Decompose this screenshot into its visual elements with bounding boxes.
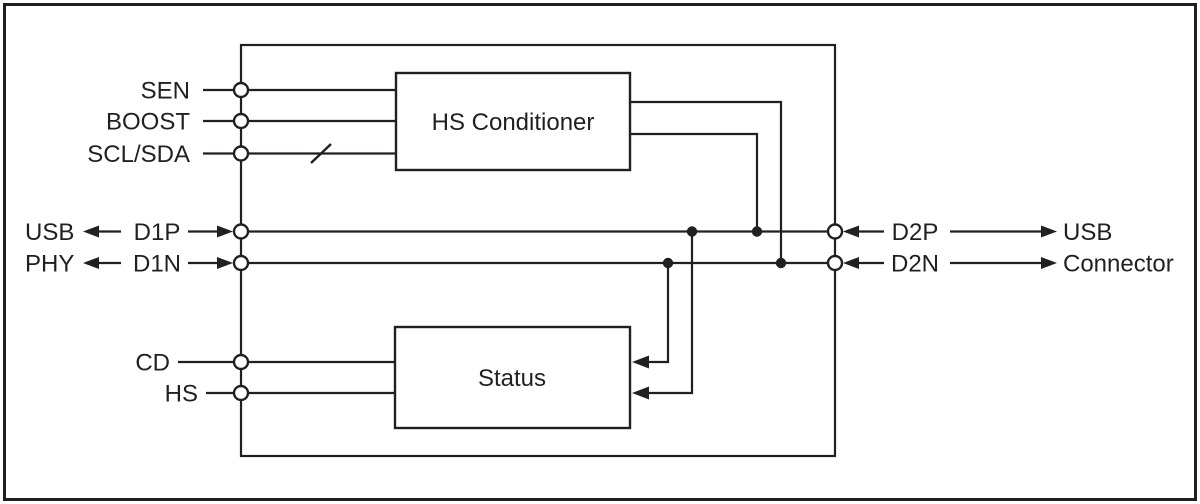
pin-d2p-circle: [826, 223, 844, 240]
label-d2p: D2P: [892, 219, 939, 246]
label-d2n: D2N: [891, 251, 939, 278]
pin-sclsda-circle: [232, 145, 250, 162]
junction-dots: [662, 226, 787, 269]
label-usb-phy-line1: USB: [25, 219, 74, 246]
arrowhead-d1p-into-pin: [217, 225, 233, 238]
pin-d1n-circle: [232, 254, 250, 272]
arrowhead-into-status-upper: [632, 355, 649, 369]
arrowhead-d2p-into-pin: [843, 225, 859, 238]
pin-d2n-circle: [826, 254, 844, 272]
status-box: [393, 325, 632, 430]
pin-d1p-circle: [232, 223, 250, 240]
pin-boost-circle: [232, 112, 250, 130]
junction-dot-d1n-status: [662, 257, 674, 269]
label-cd: CD: [135, 350, 170, 377]
chip-outline: [239, 43, 837, 458]
wire-d1n-to-status: [646, 263, 670, 364]
pin-hs-circle: [232, 384, 250, 402]
pin-cd-circle: [232, 353, 250, 371]
label-sclsda: SCL/SDA: [87, 141, 190, 168]
pin-sen-circle: [232, 81, 250, 99]
wire-hs-conditioner-to-d1n: [630, 100, 783, 263]
pin-circles: [232, 81, 844, 402]
label-sen: SEN: [141, 78, 190, 105]
wires: [178, 88, 828, 395]
label-hs: HS: [165, 381, 198, 408]
arrowhead-d1p-to-usb-phy: [83, 225, 99, 238]
junction-dot-d1n-conditioner: [775, 257, 787, 269]
external-labels: USB PHY USB Connector: [25, 219, 1174, 278]
arrowhead-into-status-lower: [632, 386, 649, 400]
arrowhead-d2n-into-pin: [843, 257, 859, 269]
junction-dot-d1p-conditioner: [751, 226, 763, 237]
wire-hs-conditioner-to-d1p: [630, 132, 759, 232]
hs-conditioner-label: HS Conditioner: [432, 109, 595, 136]
arrowheads: [83, 225, 1057, 400]
arrowhead-d1n-into-pin: [217, 257, 233, 269]
junction-dot-d1p-status: [686, 226, 698, 237]
bus-slash-icon: [310, 143, 332, 164]
arrowhead-d2n-to-connector: [1041, 257, 1057, 269]
pin-labels: SEN BOOST SCL/SDA D1P D1N CD HS D2P D2N: [87, 78, 939, 408]
label-usb-connector-line2: Connector: [1063, 251, 1174, 278]
status-label: Status: [478, 365, 546, 392]
label-boost: BOOST: [106, 109, 190, 136]
label-d1n: D1N: [133, 251, 181, 278]
wire-d1p-to-status: [646, 231, 694, 395]
hs-conditioner-box: [394, 71, 632, 172]
arrow-shafts: [97, 230, 1043, 265]
arrowhead-d2p-to-connector: [1041, 225, 1057, 238]
label-usb-phy-line2: PHY: [25, 251, 74, 278]
label-usb-connector-line1: USB: [1063, 219, 1112, 246]
arrowhead-d1n-to-usb-phy: [83, 257, 99, 269]
label-d1p: D1P: [134, 219, 181, 246]
